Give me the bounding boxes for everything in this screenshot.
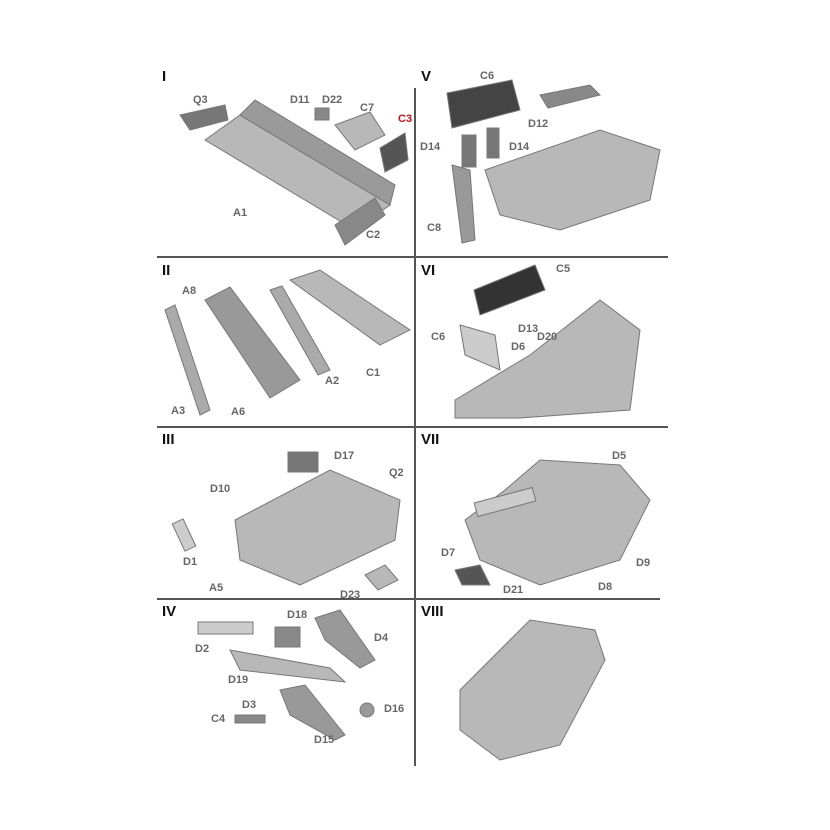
part-c6-vi: [459, 324, 501, 371]
part-label: D7: [441, 547, 456, 559]
part-label: A2: [325, 375, 340, 387]
divider-row3: [157, 598, 660, 600]
part-label: C2: [366, 229, 381, 241]
part-label: D16: [384, 703, 405, 715]
part-label: A3: [171, 405, 186, 417]
step-number-6: VI: [421, 262, 436, 279]
part-d18: [274, 626, 301, 648]
part-d14-b: [486, 127, 500, 159]
part-c4: [234, 714, 266, 724]
part-label: D6: [511, 341, 526, 353]
part-d2: [197, 621, 254, 635]
part-d16: [359, 702, 375, 718]
part-label: D2: [195, 643, 210, 655]
part-d1: [171, 518, 197, 552]
part-label: D5: [612, 450, 627, 462]
part-c8: [451, 164, 476, 244]
part-label: C1: [366, 367, 381, 379]
vehicle-v: [484, 129, 661, 231]
step-number-2: II: [162, 262, 171, 279]
step-number-5: V: [421, 68, 432, 85]
part-label: Q2: [389, 467, 404, 479]
divider-row2: [157, 426, 668, 428]
part-label: A8: [182, 285, 197, 297]
part-label: D8: [598, 581, 613, 593]
part-label: Q3: [193, 94, 208, 106]
part-label: D19: [228, 674, 249, 686]
part-c3: [379, 132, 409, 173]
part-label: D15: [314, 734, 335, 746]
part-label: D13: [518, 323, 539, 335]
part-label: D17: [334, 450, 355, 462]
part-d22: [314, 107, 330, 121]
part-label: C7: [360, 102, 375, 114]
part-label: D4: [374, 632, 389, 644]
part-q3: [179, 104, 229, 131]
step-number-3: III: [162, 431, 175, 448]
part-label-highlight: C3: [398, 113, 413, 125]
part-label: D23: [340, 589, 361, 601]
vehicle-vii: [464, 459, 651, 586]
part-label: D14: [420, 141, 441, 153]
part-d3: [279, 684, 346, 741]
part-label: A1: [233, 207, 248, 219]
part-label: C5: [556, 263, 571, 275]
part-label: C6: [431, 331, 446, 343]
part-c5: [473, 264, 546, 316]
step-number-7: VII: [421, 431, 440, 448]
part-label: C8: [427, 222, 442, 234]
part-d23: [364, 564, 399, 591]
step-number-4: IV: [162, 603, 177, 620]
part-label: D20: [537, 331, 558, 343]
part-c1: [288, 269, 411, 346]
hull-side: [239, 99, 396, 206]
part-label: C6: [480, 70, 495, 82]
vehicle-viii: [459, 619, 606, 761]
part-label: A5: [209, 582, 224, 594]
part-label: D14: [509, 141, 530, 153]
part-d4: [314, 609, 376, 669]
part-label: A6: [231, 406, 246, 418]
part-d17: [287, 451, 319, 473]
part-d21: [454, 564, 491, 586]
part-label: D10: [210, 483, 231, 495]
track-a2: [269, 285, 331, 376]
part-label: D21: [503, 584, 524, 596]
part-label: D3: [242, 699, 257, 711]
step-number-8: VIII: [421, 603, 444, 620]
part-label: D1: [183, 556, 198, 568]
part-d14-a: [461, 134, 477, 168]
part-label: D22: [322, 94, 343, 106]
divider-row1: [157, 256, 668, 258]
track-a3: [164, 304, 211, 416]
hull-assembly-iii: [234, 469, 401, 586]
part-c7: [334, 111, 386, 151]
part-label: D9: [636, 557, 651, 569]
hull-lower: [204, 286, 301, 399]
part-label: D11: [290, 94, 310, 106]
part-label: C4: [211, 713, 226, 725]
part-label: D12: [528, 118, 549, 130]
part-c6-v: [446, 79, 521, 129]
part-gun-v: [539, 84, 601, 109]
gun-barrel-vii: [473, 486, 537, 518]
part-label: D18: [287, 609, 308, 621]
step-number-1: I: [162, 68, 167, 85]
vehicle-vi: [454, 299, 641, 419]
part-c2: [334, 197, 386, 246]
part-d19: [229, 649, 347, 683]
